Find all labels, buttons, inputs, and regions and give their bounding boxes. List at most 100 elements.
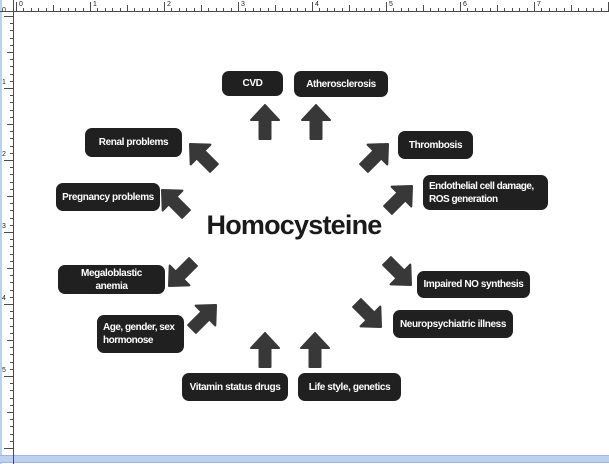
ruler-tick [408,8,409,11]
ruler-label: 3 [241,1,245,8]
ruler-tick [53,5,54,11]
ruler-tick [4,448,13,449]
ruler-label: 5 [389,1,393,8]
ruler-tick [10,311,13,312]
ruler-tick [556,8,557,11]
ruler-tick [10,74,13,75]
ruler-tick [7,196,13,197]
ruler-tick [10,369,13,370]
ruler-tick [460,2,461,11]
ruler-tick [275,5,276,11]
ruler-tick [4,88,13,89]
ruler-tick [75,8,76,11]
ruler-tick [386,2,387,11]
ruler-tick [10,117,13,118]
ruler-tick [430,8,431,11]
window-border-left [0,0,2,464]
ruler-tick [268,8,269,11]
ruler-tick [10,333,13,334]
arrow-down-left-icon [167,257,198,288]
ruler-tick [10,246,13,247]
ruler-tick [4,376,13,377]
ruler-tick [10,210,13,211]
ruler-tick [593,8,594,11]
arrow-up-icon [250,332,280,368]
ruler-tick [10,167,13,168]
ruler-tick [10,153,13,154]
ruler-tick [223,8,224,11]
node-cvd: CVD [222,71,283,96]
ruler-label: 3 [2,223,6,230]
ruler-label: 6 [463,1,467,8]
node-thrombosis: Thrombosis [398,131,473,159]
ruler-label: 2 [167,1,171,8]
ruler-tick [467,8,468,11]
ruler-tick [342,8,343,11]
diagram-title: Homocysteine [206,210,383,240]
ruler-tick [10,362,13,363]
ruler-tick [10,95,13,96]
ruler-tick [10,45,13,46]
ruler-tick [512,8,513,11]
ruler-tick [312,2,313,11]
ruler-tick [38,8,39,11]
ruler-tick [453,8,454,11]
ruler-tick [10,203,13,204]
ruler-tick [208,8,209,11]
arrow-to-pregnancy-problems [151,179,198,226]
ruler-tick [10,38,13,39]
ruler-tick [349,5,350,11]
node-endothelial-damage: Endothelial cell damage, ROS generation [423,175,548,210]
arrow-down-right-icon [382,256,413,287]
ruler-tick [7,340,13,341]
ruler-tick [10,347,13,348]
ruler-tick [475,8,476,11]
ruler-tick [238,2,239,11]
ruler-tick [416,8,417,11]
node-renal-problems: Renal problems [85,128,182,157]
ruler-tick [10,261,13,262]
ruler-tick [10,434,13,435]
ruler-tick [423,5,424,11]
ruler-tick [10,383,13,384]
ruler-tick [290,8,291,11]
ruler-tick [10,174,13,175]
ruler-tick [10,419,13,420]
node-pregnancy-problems: Pregnancy problems [56,183,160,211]
arrow-up-icon [301,104,331,140]
ruler-tick [97,8,98,11]
ruler-tick [60,8,61,11]
ruler-tick [282,8,283,11]
arrow-up-icon [300,332,330,368]
horizontal-scrollbar[interactable] [0,455,609,463]
ruler-tick [4,232,13,233]
arrow-to-neuropsychiatric-illness [346,292,393,339]
ruler-tick [586,8,587,11]
ruler-tick [10,405,13,406]
ruler-tick [10,218,13,219]
arrow-from-vitamin-status [250,332,280,368]
ruler-tick [7,268,13,269]
ruler-tick [10,239,13,240]
arrow-to-megaloblastic-anemia [158,251,205,298]
ruler-tick [10,23,13,24]
arrow-from-age-gender [181,294,228,341]
ruler-tick [112,8,113,11]
ruler-label: 4 [315,1,319,8]
ruler-tick [4,304,13,305]
ruler-tick [438,8,439,11]
node-neuropsychiatric-illness: Neuropsychiatric illness [393,310,513,338]
node-vitamin-status-drugs: Vitamin status drugs [182,373,288,401]
ruler-tick [245,8,246,11]
ruler-tick [445,8,446,11]
ruler-tick [482,8,483,11]
ruler-tick [527,8,528,11]
ruler-tick [10,290,13,291]
ruler-tick [10,398,13,399]
ruler-tick [105,8,106,11]
ruler-tick [46,8,47,11]
ruler-tick [571,5,572,11]
